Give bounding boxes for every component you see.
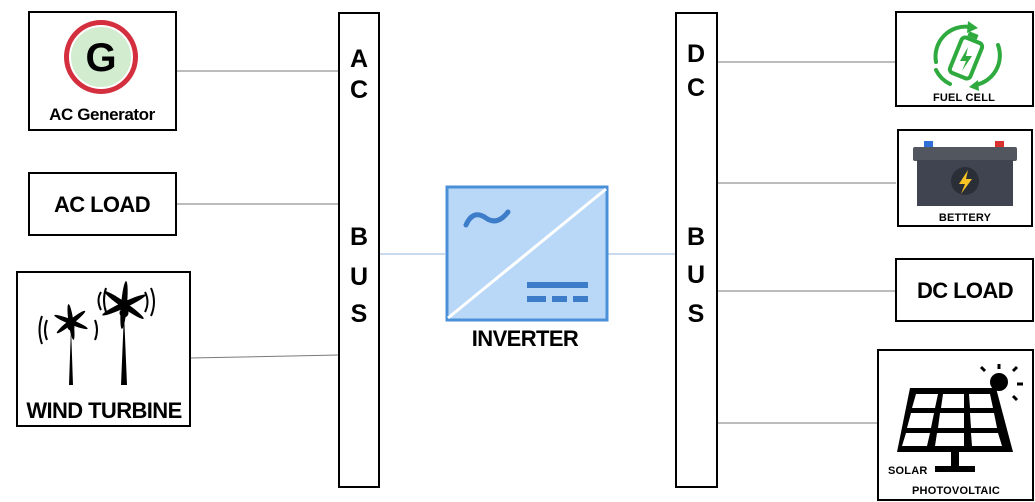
dc-load-box (895, 258, 1034, 322)
wind-turbine-label: WIND TURBINE (26, 398, 181, 423)
dc-bus-letter: D (687, 40, 705, 68)
solar-label-line2: PHOTOVOLTAIC (912, 485, 1000, 497)
solar-label-line1: SOLAR (888, 465, 928, 477)
dc-dash-icon (573, 296, 588, 302)
generator-icon-inner (69, 25, 133, 89)
dc-load: DC LOAD (895, 258, 1034, 322)
dc-line-icon (527, 282, 588, 288)
inverter-diagonal (447, 187, 607, 320)
ac-bus-letter: B (350, 223, 368, 251)
solar-panel-icon (897, 364, 1023, 472)
ac-wave-icon (463, 209, 511, 228)
battery: BETTERY (897, 129, 1033, 227)
dc-dash-icon (552, 296, 567, 302)
dc-bus: D C B U S (675, 12, 718, 488)
ac-bus-letter: U (350, 263, 368, 291)
generator-letter: G (85, 36, 116, 80)
dc-dash-icon (527, 296, 546, 302)
ac-load: AC LOAD (28, 172, 177, 236)
dc-bus-letter: C (687, 74, 705, 102)
ac-bus-letter: A (350, 45, 368, 73)
ac-bus-letter: C (350, 76, 368, 104)
solar-photovoltaic: SOLAR PHOTOVOLTAIC (877, 349, 1034, 501)
ac-load-label: AC LOAD (54, 192, 150, 217)
fuel-cell-icon (933, 21, 1002, 91)
dc-bus-letter: S (688, 300, 705, 328)
dc-bus-letter: U (687, 261, 705, 289)
dc-bus-letter: B (687, 223, 705, 251)
battery-label: BETTERY (939, 212, 992, 224)
ac-bus: A C B U S (338, 12, 380, 488)
ac-bus-letter: S (351, 300, 368, 328)
battery-icon (913, 141, 1017, 206)
inverter-label: INVERTER (472, 326, 579, 351)
inverter: INVERTER (445, 185, 609, 351)
wire-wind-turbine (189, 354, 340, 359)
ac-load-box (28, 172, 177, 236)
wind-turbine: WIND TURBINE (16, 271, 191, 427)
fuel-cell-label: FUEL CELL (933, 92, 995, 104)
dc-load-label: DC LOAD (917, 278, 1013, 303)
wind-turbine-icon (38, 281, 155, 385)
ac-generator: G AC Generator (28, 11, 177, 131)
ac-bus-bar (338, 12, 380, 488)
dc-bus-bar (675, 12, 718, 488)
ac-generator-label: AC Generator (49, 105, 156, 124)
fuel-cell: FUEL CELL (895, 11, 1034, 107)
